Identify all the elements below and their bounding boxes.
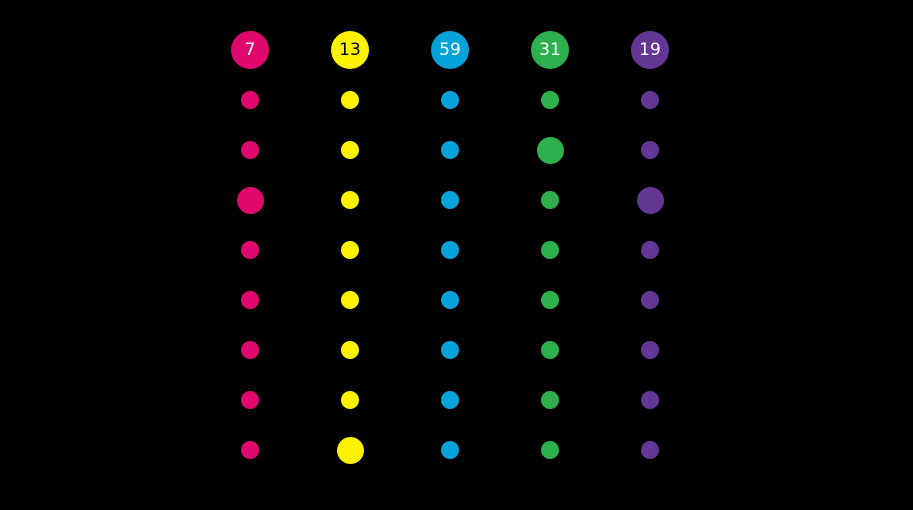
column-5-dot-row-8[interactable]	[641, 441, 659, 459]
column-4: 31	[500, 0, 600, 510]
column-3: 59	[400, 0, 500, 510]
column-1-dot-row-3-large[interactable]	[236, 186, 264, 214]
column-1-dot-row-2[interactable]	[241, 141, 259, 159]
column-2-dot-row-1[interactable]	[341, 91, 359, 109]
column-1: 7	[200, 0, 300, 510]
column-1-dot-row-6[interactable]	[241, 341, 259, 359]
column-5-dot-row-3-large[interactable]	[636, 186, 664, 214]
column-5-dot-row-2[interactable]	[641, 141, 659, 159]
column-5-dot-row-5[interactable]	[641, 291, 659, 309]
column-4-dot-row-3[interactable]	[541, 191, 559, 209]
column-4-dot-row-2-large[interactable]	[536, 136, 564, 164]
column-5-dot-row-1[interactable]	[641, 91, 659, 109]
column-1-dot-row-7[interactable]	[241, 391, 259, 409]
column-3-number-badge: 59	[431, 31, 469, 69]
column-2-dot-row-2[interactable]	[341, 141, 359, 159]
column-2: 13	[300, 0, 400, 510]
column-5-dot-row-6[interactable]	[641, 341, 659, 359]
column-4-dot-row-5[interactable]	[541, 291, 559, 309]
column-4-dot-row-6[interactable]	[541, 341, 559, 359]
column-4-number-badge: 31	[531, 31, 569, 69]
column-5-dot-row-7[interactable]	[641, 391, 659, 409]
column-2-dot-row-4[interactable]	[341, 241, 359, 259]
column-1-dot-row-1[interactable]	[241, 91, 259, 109]
column-1-dot-row-8[interactable]	[241, 441, 259, 459]
column-5: 19	[600, 0, 700, 510]
column-3-dot-row-2[interactable]	[441, 141, 459, 159]
column-3-dot-row-7[interactable]	[441, 391, 459, 409]
column-3-dot-row-4[interactable]	[441, 241, 459, 259]
column-2-dot-row-7[interactable]	[341, 391, 359, 409]
column-5-dot-row-4[interactable]	[641, 241, 659, 259]
column-3-dot-row-1[interactable]	[441, 91, 459, 109]
column-4-dot-row-7[interactable]	[541, 391, 559, 409]
column-2-number-badge: 13	[331, 31, 369, 69]
column-5-number-badge: 19	[631, 31, 669, 69]
column-2-dot-row-6[interactable]	[341, 341, 359, 359]
column-4-dot-row-8[interactable]	[541, 441, 559, 459]
column-3-dot-row-5[interactable]	[441, 291, 459, 309]
column-3-dot-row-8[interactable]	[441, 441, 459, 459]
column-1-dot-row-5[interactable]	[241, 291, 259, 309]
column-3-dot-row-3[interactable]	[441, 191, 459, 209]
column-2-dot-row-5[interactable]	[341, 291, 359, 309]
column-4-dot-row-4[interactable]	[541, 241, 559, 259]
column-1-number-badge: 7	[231, 31, 269, 69]
column-3-dot-row-6[interactable]	[441, 341, 459, 359]
column-1-dot-row-4[interactable]	[241, 241, 259, 259]
column-2-dot-row-3[interactable]	[341, 191, 359, 209]
column-4-dot-row-1[interactable]	[541, 91, 559, 109]
column-2-dot-row-8-large[interactable]	[336, 436, 364, 464]
